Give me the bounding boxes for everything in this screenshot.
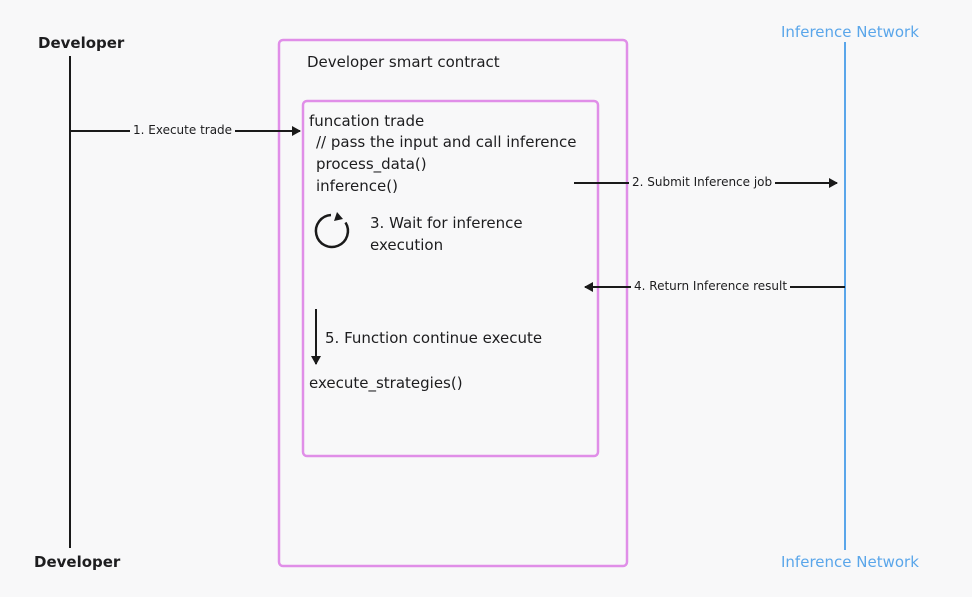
code-line-function: funcation trade (309, 112, 425, 130)
execute-trade-label: 1. Execute trade (130, 123, 236, 137)
function-inner-box (301, 99, 600, 458)
submit-job-label: 2. Submit Inference job (629, 175, 776, 189)
developer-bottom-label: Developer (34, 553, 121, 571)
developer-top-label: Developer (38, 34, 125, 52)
code-line-execute-strategies: execute_strategies() (309, 374, 463, 392)
wait-step-text: 3. Wait for inference execution (370, 214, 523, 254)
code-line-inference: inference() (316, 177, 398, 195)
refresh-icon (314, 212, 350, 249)
network-bottom-label: Inference Network (781, 553, 919, 571)
contract-title: Developer smart contract (307, 53, 500, 71)
continue-step-text: 5. Function continue execute (325, 329, 543, 347)
contract-outer-box (277, 38, 629, 568)
code-line-process-data: process_data() (316, 155, 427, 173)
code-line-comment: // pass the input and call inference (316, 133, 577, 151)
return-result-label: 4. Return Inference result (631, 279, 791, 293)
network-top-label: Inference Network (781, 23, 919, 41)
